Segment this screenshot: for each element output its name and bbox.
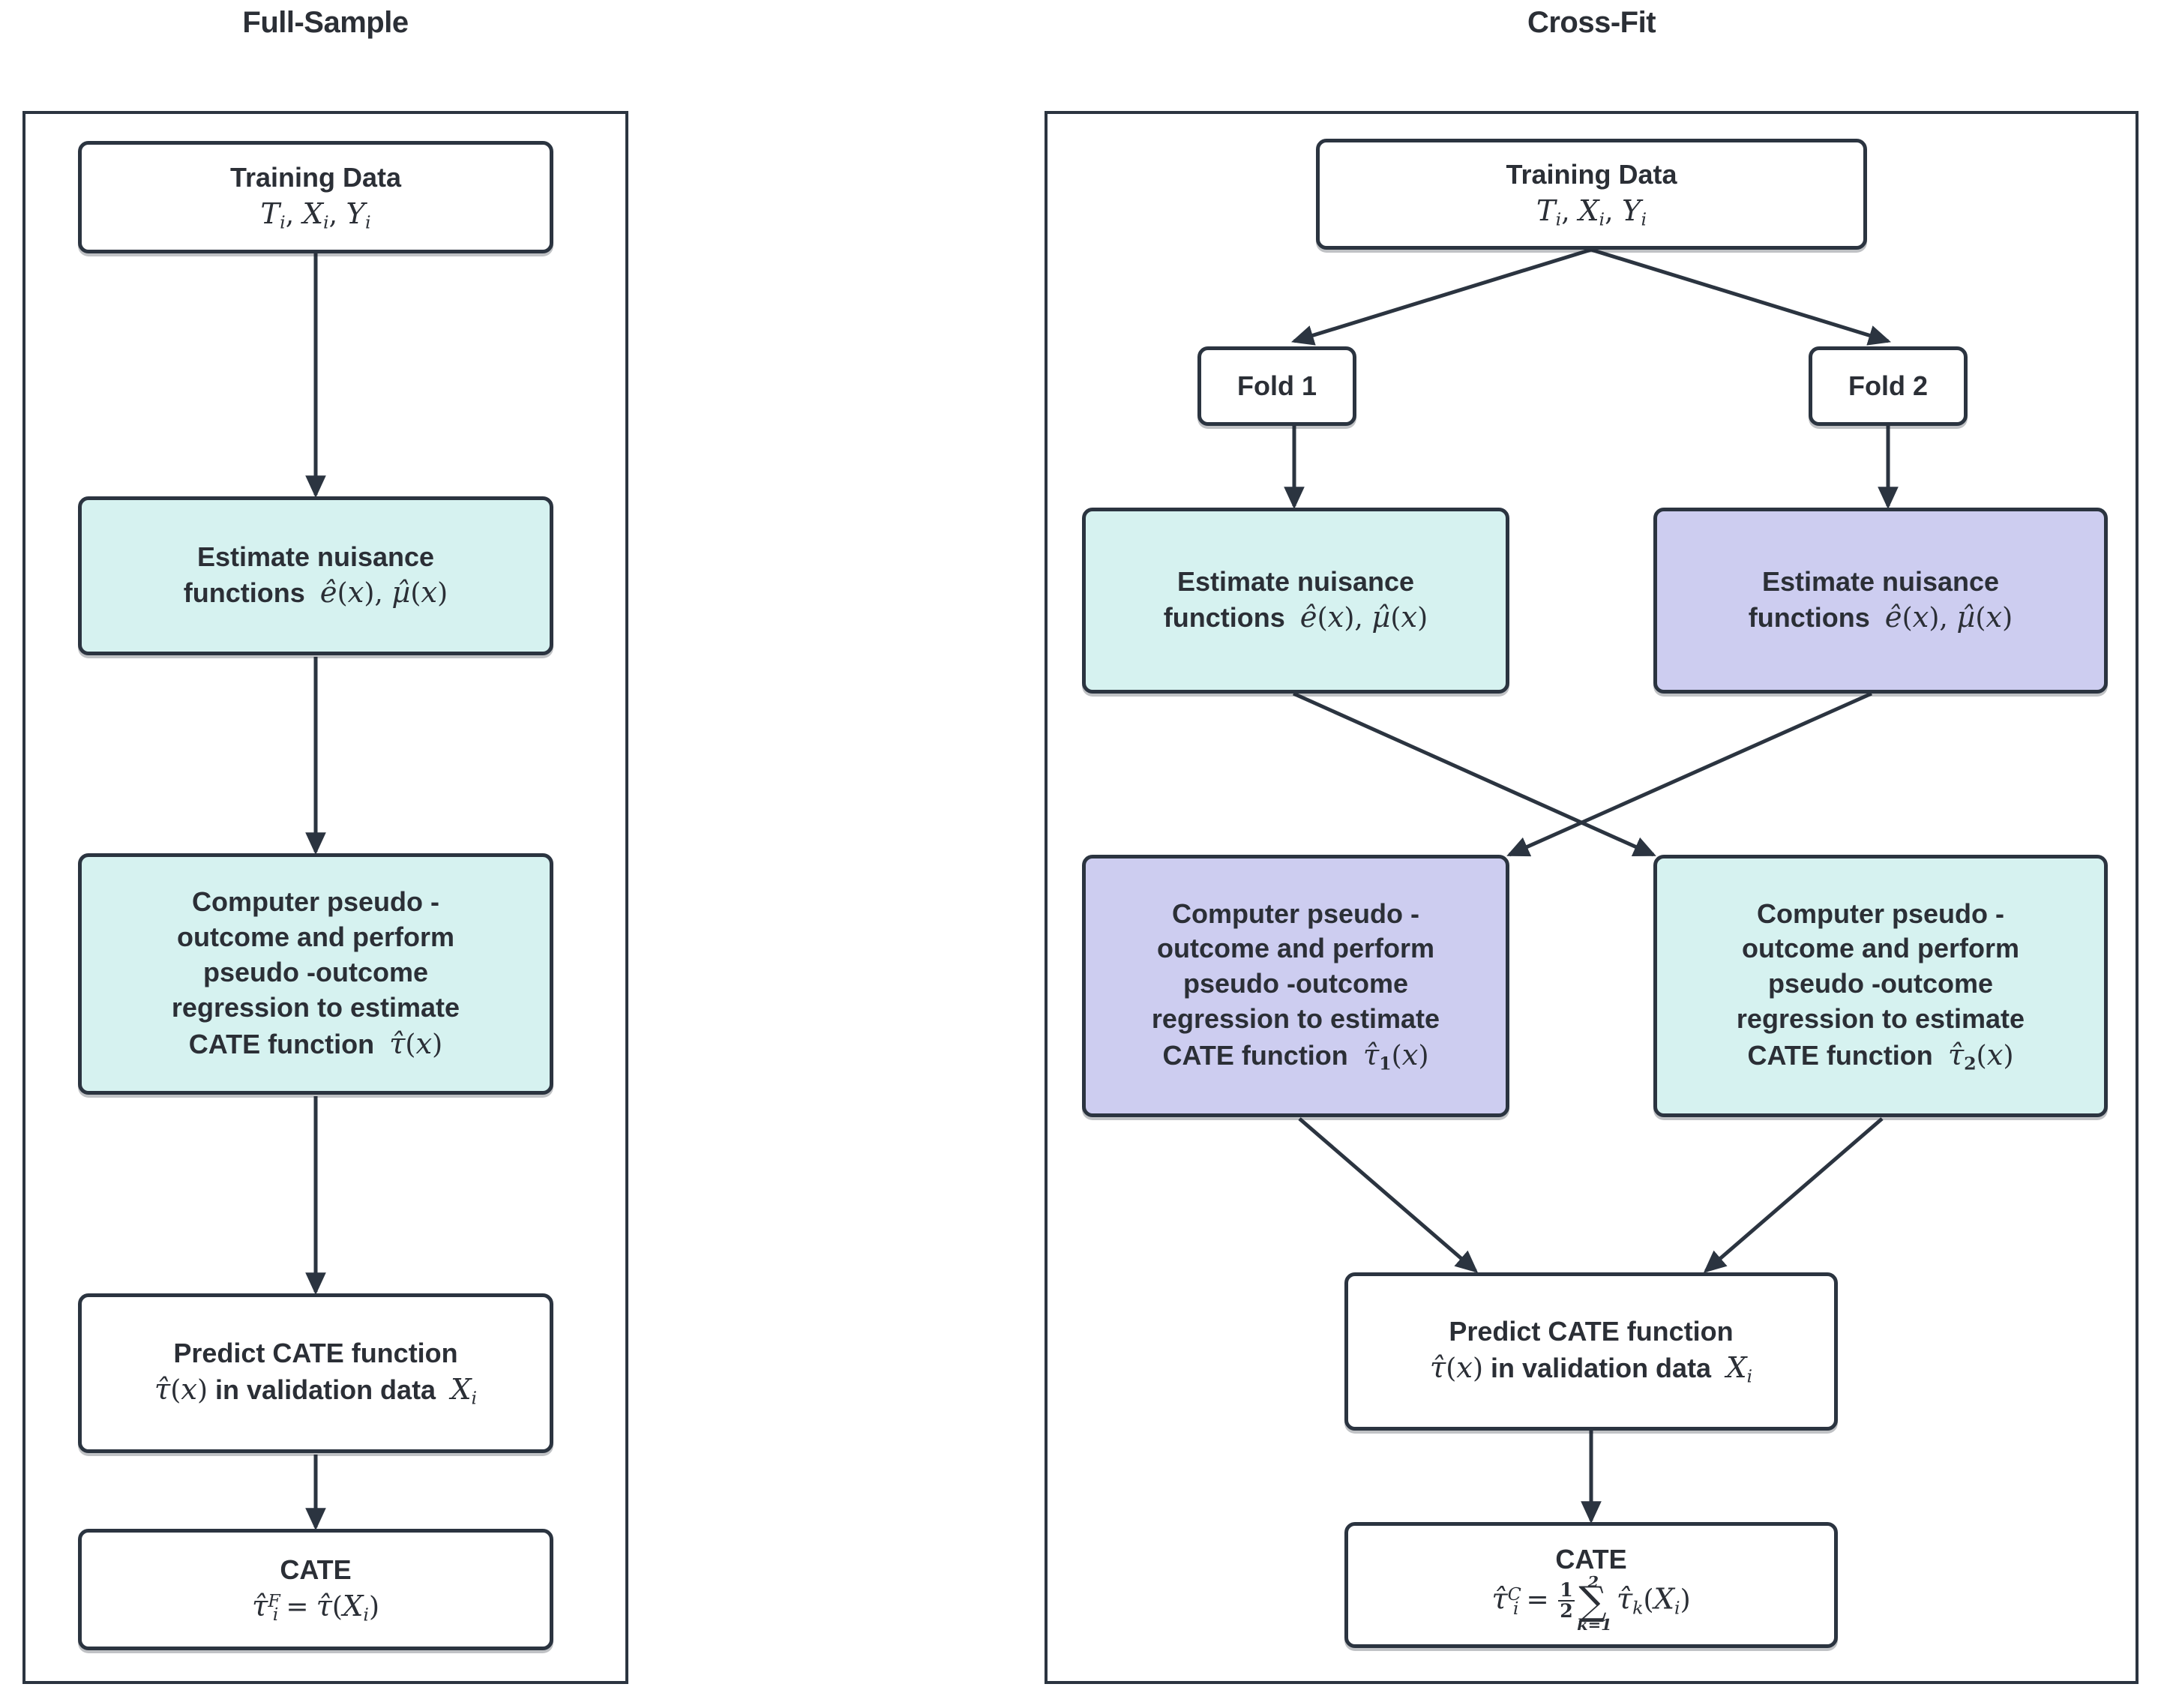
predict-line1: Predict CATE function bbox=[173, 1338, 458, 1369]
node-cross-fit-fold-1[interactable]: Fold 1 bbox=[1197, 346, 1356, 426]
cf-pseudo-1-cate-function-word: CATE function bbox=[1162, 1039, 1348, 1071]
node-cross-fit-nuisance-2[interactable]: Estimate nuisance functions ê(x), µ̂(x) bbox=[1653, 508, 2108, 694]
node-full-sample-cate[interactable]: CATE τ̂Fi = τ̂(Xi) bbox=[78, 1529, 553, 1650]
cf-nuisance-1-line1: Estimate nuisance bbox=[1176, 565, 1415, 597]
panel-title-cross-fit-label: Cross-Fit bbox=[1527, 6, 1656, 39]
nuisance-line2: functions ê(x), µ̂(x) bbox=[183, 576, 448, 610]
cf-nuisance-1-functions-word: functions bbox=[1163, 602, 1285, 634]
cf-pseudo-1-line1: Computer pseudo - bbox=[1172, 897, 1419, 929]
cate-math: τ̂Fi = τ̂(Xi) bbox=[251, 1589, 380, 1626]
cf-pseudo-1-line3: pseudo -outcome bbox=[1182, 968, 1408, 999]
training-data-math: Ti, Xi, Yi bbox=[260, 196, 371, 233]
node-cross-fit-nuisance-1[interactable]: Estimate nuisance functions ê(x), µ̂(x) bbox=[1082, 508, 1509, 694]
cf-predict-line1: Predict CATE function bbox=[1449, 1316, 1734, 1347]
pseudo-line5: CATE function τ̂(x) bbox=[188, 1026, 443, 1061]
pseudo-line4: regression to estimate bbox=[171, 991, 460, 1023]
cf-training-data-math: Ti, Xi, Yi bbox=[1536, 193, 1647, 230]
cf-pseudo-1-line5: CATE function τ̂1(x) bbox=[1162, 1038, 1429, 1074]
pseudo-line1: Computer pseudo - bbox=[192, 886, 439, 918]
cf-pseudo-1-line4: regression to estimate bbox=[1151, 1003, 1440, 1035]
cf-pseudo-2-line5: CATE function τ̂2(x) bbox=[1747, 1038, 2014, 1074]
fold-2-label: Fold 2 bbox=[1848, 370, 1928, 401]
pseudo-cate-function-word: CATE function bbox=[188, 1028, 375, 1059]
nuisance-functions-word: functions bbox=[183, 577, 305, 609]
cf-pseudo-2-line1: Computer pseudo - bbox=[1757, 897, 2004, 929]
cf-nuisance-2-functions-word: functions bbox=[1748, 602, 1870, 634]
predict-line2: τ̂(x) in validation data Xi bbox=[154, 1373, 478, 1409]
node-full-sample-training-data[interactable]: Training Data Ti, Xi, Yi bbox=[78, 141, 553, 253]
cf-predict-validation-text: in validation data bbox=[1491, 1353, 1712, 1384]
cf-training-data-title: Training Data bbox=[1506, 158, 1677, 190]
cf-nuisance-1-line2: functions ê(x), µ̂(x) bbox=[1163, 601, 1428, 635]
panel-title-full-sample: Full-Sample bbox=[22, 6, 628, 40]
cf-predict-line2: τ̂(x) in validation data Xi bbox=[1429, 1351, 1753, 1387]
cf-nuisance-2-line2: functions ê(x), µ̂(x) bbox=[1748, 601, 2013, 635]
node-full-sample-pseudo-outcome[interactable]: Computer pseudo - outcome and perform ps… bbox=[78, 853, 553, 1095]
training-data-title: Training Data bbox=[229, 161, 402, 193]
nuisance-line1: Estimate nuisance bbox=[196, 541, 435, 572]
node-cross-fit-fold-2[interactable]: Fold 2 bbox=[1809, 346, 1968, 426]
pseudo-line3: pseudo -outcome bbox=[202, 956, 428, 987]
cf-pseudo-1-line2: outcome and perform bbox=[1156, 933, 1435, 964]
predict-validation-text: in validation data bbox=[215, 1374, 436, 1406]
panel-title-full-sample-label: Full-Sample bbox=[242, 6, 409, 39]
cf-pseudo-2-line4: regression to estimate bbox=[1736, 1003, 2025, 1035]
node-cross-fit-training-data[interactable]: Training Data Ti, Xi, Yi bbox=[1316, 139, 1867, 250]
cf-pseudo-2-cate-function-word: CATE function bbox=[1747, 1039, 1933, 1071]
cf-nuisance-2-line1: Estimate nuisance bbox=[1761, 565, 2000, 597]
node-cross-fit-pseudo-outcome-1[interactable]: Computer pseudo - outcome and perform ps… bbox=[1082, 855, 1509, 1117]
panel-title-cross-fit: Cross-Fit bbox=[1045, 6, 2139, 40]
node-cross-fit-predict-cate[interactable]: Predict CATE function τ̂(x) in validatio… bbox=[1344, 1272, 1838, 1431]
cf-cate-title: CATE bbox=[1555, 1543, 1627, 1575]
node-cross-fit-pseudo-outcome-2[interactable]: Computer pseudo - outcome and perform ps… bbox=[1653, 855, 2108, 1117]
fold-1-label: Fold 1 bbox=[1237, 370, 1317, 401]
pseudo-line2: outcome and perform bbox=[176, 921, 455, 953]
cate-title: CATE bbox=[280, 1554, 352, 1585]
cf-pseudo-2-line2: outcome and perform bbox=[1741, 933, 2020, 964]
node-full-sample-predict-cate[interactable]: Predict CATE function τ̂(x) in validatio… bbox=[78, 1293, 553, 1453]
node-full-sample-nuisance[interactable]: Estimate nuisance functions ê(x), µ̂(x) bbox=[78, 496, 553, 655]
cf-pseudo-2-line3: pseudo -outcome bbox=[1767, 968, 1993, 999]
